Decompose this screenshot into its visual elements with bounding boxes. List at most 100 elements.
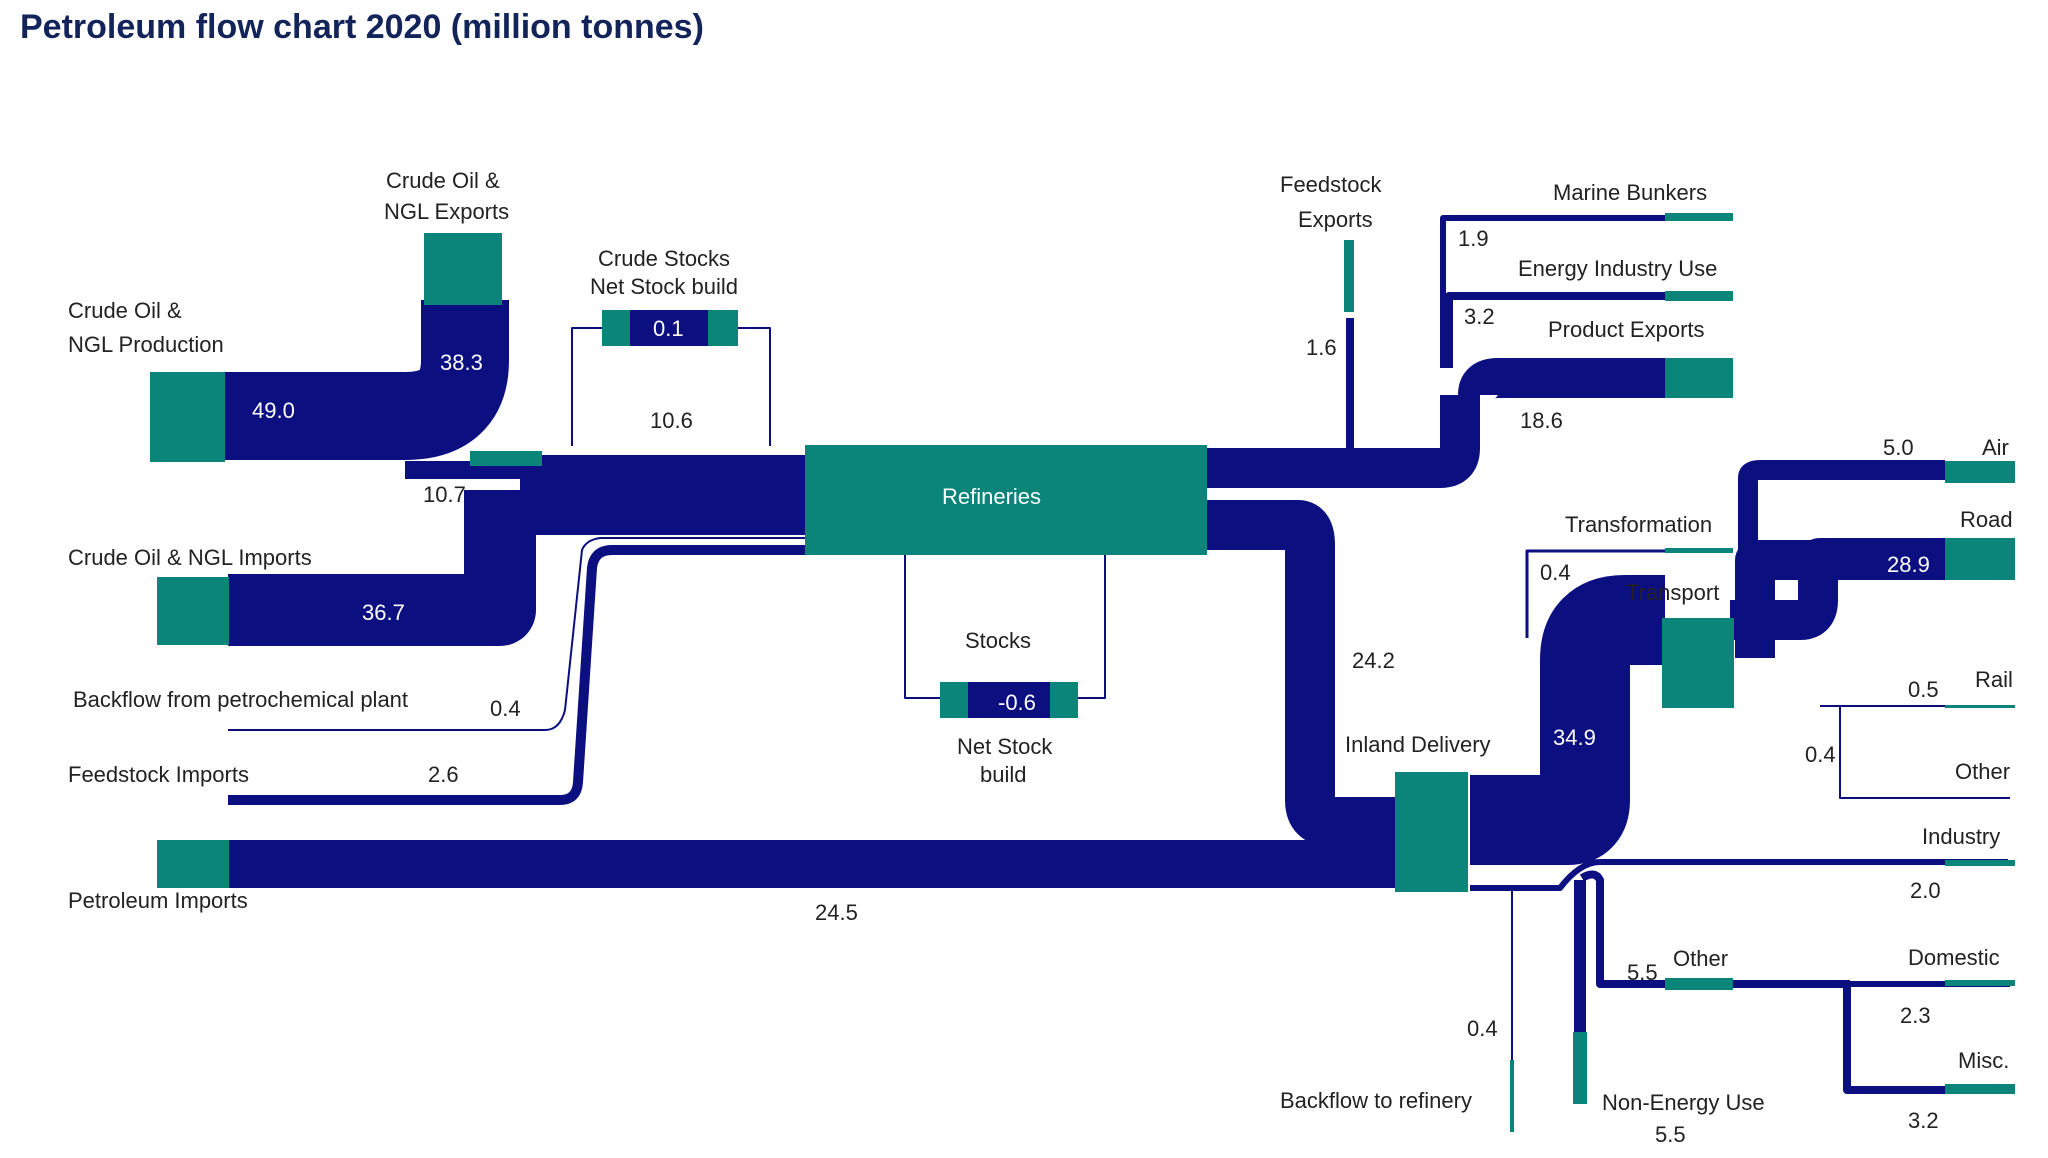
value-transformation: 0.4 bbox=[1540, 560, 1571, 585]
value-domestic: 2.3 bbox=[1900, 1003, 1931, 1028]
node-petroleum-imports bbox=[157, 840, 229, 888]
node-inland-delivery bbox=[1395, 772, 1468, 892]
node-rail bbox=[1945, 705, 2015, 708]
value-non-energy-use: 5.5 bbox=[1655, 1122, 1686, 1147]
label-product-exports: Product Exports bbox=[1548, 317, 1705, 342]
value-crude-production: 49.0 bbox=[252, 398, 295, 423]
value-crude-exports: 38.3 bbox=[440, 350, 483, 375]
node-crude-production bbox=[150, 372, 225, 462]
label-backflow-refinery: Backflow to refinery bbox=[1280, 1088, 1472, 1113]
flow-transformation bbox=[1525, 549, 1665, 638]
label-industry: Industry bbox=[1922, 824, 2000, 849]
value-industry: 2.0 bbox=[1910, 878, 1941, 903]
node-transformation bbox=[1665, 548, 1733, 553]
label-backflow-petrochem: Backflow from petrochemical plant bbox=[73, 687, 408, 712]
node-air bbox=[1945, 461, 2015, 483]
label-crude-exports-1: Crude Oil & bbox=[386, 168, 500, 193]
label-road: Road bbox=[1960, 507, 2013, 532]
node-industry bbox=[1945, 860, 2015, 866]
node-crude-imports bbox=[157, 577, 229, 645]
label-feedstock-exports-1: Feedstock bbox=[1280, 172, 1382, 197]
value-marine-bunkers: 1.9 bbox=[1458, 226, 1489, 251]
label-net-stock-1: Net Stock bbox=[957, 734, 1053, 759]
value-feedstock-exports: 1.6 bbox=[1306, 335, 1337, 360]
value-crude-stocks-loop: 10.6 bbox=[650, 408, 693, 433]
node-misc bbox=[1945, 1084, 2015, 1094]
label-crude-exports-2: NGL Exports bbox=[384, 199, 509, 224]
value-rail: 0.5 bbox=[1908, 677, 1939, 702]
label-energy-industry-use: Energy Industry Use bbox=[1518, 256, 1717, 281]
label-feedstock-exports-2: Exports bbox=[1298, 207, 1373, 232]
node-non-energy bbox=[1573, 1032, 1587, 1104]
flow-other-transport bbox=[1839, 706, 2010, 799]
node-domestic bbox=[1945, 980, 2015, 986]
value-backflow-petrochem: 0.4 bbox=[490, 696, 521, 721]
label-marine-bunkers: Marine Bunkers bbox=[1553, 180, 1707, 205]
node-backflow-refinery bbox=[1510, 1060, 1514, 1132]
value-air: 5.0 bbox=[1883, 435, 1914, 460]
node-energy-industry bbox=[1665, 291, 1733, 301]
flow-refinery-outflow bbox=[1205, 395, 1480, 488]
label-refineries: Refineries bbox=[942, 484, 1041, 509]
flow-industry bbox=[1470, 859, 2008, 891]
crude-stocks-core bbox=[630, 310, 708, 346]
page-title: Petroleum flow chart 2020 (million tonne… bbox=[20, 8, 704, 46]
flow-feedstock-imports bbox=[228, 545, 805, 805]
label-air: Air bbox=[1982, 435, 2009, 460]
flow-crude-imports bbox=[228, 490, 536, 646]
label-misc: Misc. bbox=[1958, 1048, 2009, 1073]
value-refinery-to-inland: 24.2 bbox=[1352, 648, 1395, 673]
flow-product-exports bbox=[1458, 358, 1665, 400]
flow-marine-bunkers bbox=[1440, 215, 1665, 368]
product-stocks-core bbox=[968, 682, 1050, 718]
node-road bbox=[1945, 538, 2015, 580]
node-transport bbox=[1662, 618, 1734, 708]
flow-air bbox=[1738, 460, 1945, 600]
label-crude-production-1: Crude Oil & bbox=[68, 298, 182, 323]
value-petroleum-imports: 24.5 bbox=[815, 900, 858, 925]
label-non-energy-use: Non-Energy Use bbox=[1602, 1090, 1765, 1115]
value-crude-to-refinery: 10.7 bbox=[423, 482, 466, 507]
value-product-stocks: -0.6 bbox=[998, 690, 1036, 715]
label-stocks: Stocks bbox=[965, 628, 1031, 653]
flow-transport-to-road bbox=[1735, 540, 1945, 658]
label-crude-stocks-1: Crude Stocks bbox=[598, 246, 730, 271]
value-crude-imports: 36.7 bbox=[362, 600, 405, 625]
node-product-exports bbox=[1665, 358, 1733, 398]
value-product-exports: 18.6 bbox=[1520, 408, 1563, 433]
label-crude-imports: Crude Oil & NGL Imports bbox=[68, 545, 312, 570]
value-feedstock-imports: 2.6 bbox=[428, 762, 459, 787]
label-domestic: Domestic bbox=[1908, 945, 2000, 970]
label-other-transport: Other bbox=[1955, 759, 2010, 784]
flow-other bbox=[1579, 870, 1850, 988]
node-crude-junction bbox=[470, 451, 542, 466]
label-crude-production-2: NGL Production bbox=[68, 332, 224, 357]
value-crude-stocks: 0.1 bbox=[653, 316, 684, 341]
label-crude-stocks-2: Net Stock build bbox=[590, 274, 738, 299]
flow-backflow-petrochem bbox=[228, 537, 805, 731]
flow-misc bbox=[1843, 984, 2010, 1094]
node-crude-exports bbox=[424, 233, 502, 305]
value-misc: 3.2 bbox=[1908, 1108, 1939, 1133]
value-other: 5.5 bbox=[1627, 960, 1658, 985]
label-inland-delivery: Inland Delivery bbox=[1345, 732, 1491, 757]
node-other bbox=[1665, 978, 1733, 990]
label-transport: Transport bbox=[1626, 580, 1719, 605]
label-other: Other bbox=[1673, 946, 1728, 971]
flow-inland-to-transport bbox=[1470, 575, 1670, 865]
flow-refinery-to-inland bbox=[1205, 500, 1395, 847]
node-refineries bbox=[805, 445, 1207, 555]
value-other-transport: 0.4 bbox=[1805, 742, 1836, 767]
label-net-stock-2: build bbox=[980, 762, 1026, 787]
node-feedstock-exports bbox=[1344, 240, 1354, 312]
flow-product-stocks-loop bbox=[904, 555, 1106, 699]
label-feedstock-imports: Feedstock Imports bbox=[68, 762, 249, 787]
label-transformation: Transformation bbox=[1565, 512, 1712, 537]
flow-energy-industry bbox=[1445, 292, 1665, 368]
node-marine-bunkers bbox=[1665, 213, 1733, 221]
value-energy-industry-use: 3.2 bbox=[1464, 304, 1495, 329]
value-road: 28.9 bbox=[1887, 552, 1930, 577]
flow-crude-exports-bend bbox=[402, 368, 473, 456]
label-petroleum-imports: Petroleum Imports bbox=[68, 888, 248, 913]
